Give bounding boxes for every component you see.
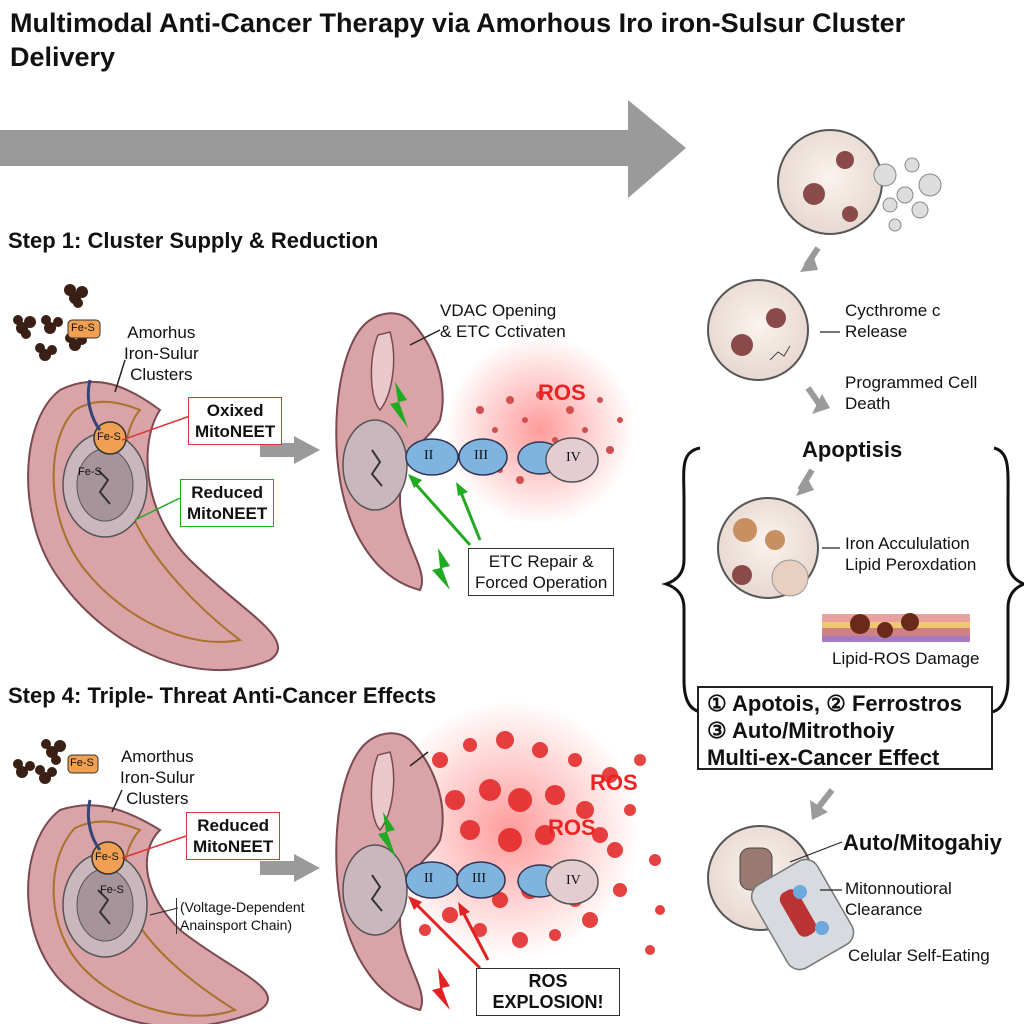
- oxidized-mitoneet-box: Oxixed MitoNEET: [188, 397, 283, 445]
- iron-sulfur-clusters: [13, 284, 88, 361]
- cytochrome-label: Cycthrome c Release: [845, 301, 941, 341]
- step1-mitochondrion: [335, 312, 635, 592]
- autophagy-cell: [707, 825, 855, 971]
- ros-label-1: ROS: [590, 770, 638, 795]
- step4-complex-iii: III: [472, 871, 486, 886]
- step1-fes-cell: Fe-S: [78, 466, 102, 478]
- mito-clearance-label: Mitonnoutioral Clearance: [845, 879, 952, 919]
- step4-fes-core: Fe-S: [95, 851, 119, 863]
- step4-fes-chip: Fe-S: [70, 757, 94, 769]
- vdac-note: (Voltage-Dependent Anainsport Chain): [176, 898, 305, 934]
- cytochrome-cell: [707, 279, 809, 381]
- step1-cluster-label: Amorhus Iron-Sulur Clusters: [124, 323, 199, 384]
- step4-complex-ii: II: [424, 871, 434, 886]
- step4-heading: Step 4: Triple- Threat Anti-Cancer Effec…: [8, 683, 437, 708]
- apoptosis-label: Apoptisis: [802, 437, 903, 462]
- reduced-mitoneet-box: Reduced MitoNEET: [180, 479, 275, 527]
- iron-accumulation-label: Iron Accululation Lipid Peroxdation: [845, 534, 977, 574]
- apoptotic-body-cell: [777, 129, 942, 235]
- ros-label: ROS: [538, 380, 586, 405]
- programmed-death-label: Programmed Cell Death: [845, 373, 978, 413]
- triple-threat-summary: ① Apotois, ② Ferrostros ③ Auto/Mitrothoi…: [697, 686, 993, 770]
- ros-label-2: ROS: [548, 815, 596, 840]
- step4-cluster-label: Amorthus Iron-Sulur Clusters: [120, 747, 195, 808]
- page-title: Multimodal Anti-Cancer Therapy via Amorh…: [10, 8, 906, 72]
- ferroptosis-cell: [717, 497, 970, 642]
- step4-mitochondrion: [335, 700, 665, 1012]
- complex-iv: IV: [566, 450, 581, 465]
- step1-heading: Step 1: Cluster Supply & Reduction: [8, 228, 379, 253]
- vdac-label: VDAC Opening & ETC Cctivaten: [440, 301, 566, 341]
- self-eating-label: Celular Self-Eating: [848, 946, 990, 965]
- step4-complex-iv: IV: [566, 873, 581, 888]
- step-arrow: [260, 436, 320, 464]
- etc-repair-box: ETC Repair & Forced Operation: [468, 548, 615, 596]
- step4-cell: [27, 799, 269, 1024]
- step1-fes-chip: Fe-S: [71, 322, 95, 334]
- step4-reduced-mitoneet-box: Reduced MitoNEET: [186, 812, 281, 860]
- complex-iii: III: [474, 448, 488, 463]
- ros-explosion-box: ROS EXPLOSION!: [476, 968, 620, 1016]
- lipid-ros-label: Lipid-ROS Damage: [832, 649, 980, 668]
- autophagy-label: Auto/Mitogahiy: [843, 830, 1002, 855]
- step4-fes-cell: Fe-S: [100, 884, 124, 896]
- big-flow-arrow: [0, 100, 686, 198]
- step1-fes-core: Fe-S: [97, 431, 121, 443]
- complex-ii: II: [424, 448, 434, 463]
- step-arrow-2: [260, 854, 320, 882]
